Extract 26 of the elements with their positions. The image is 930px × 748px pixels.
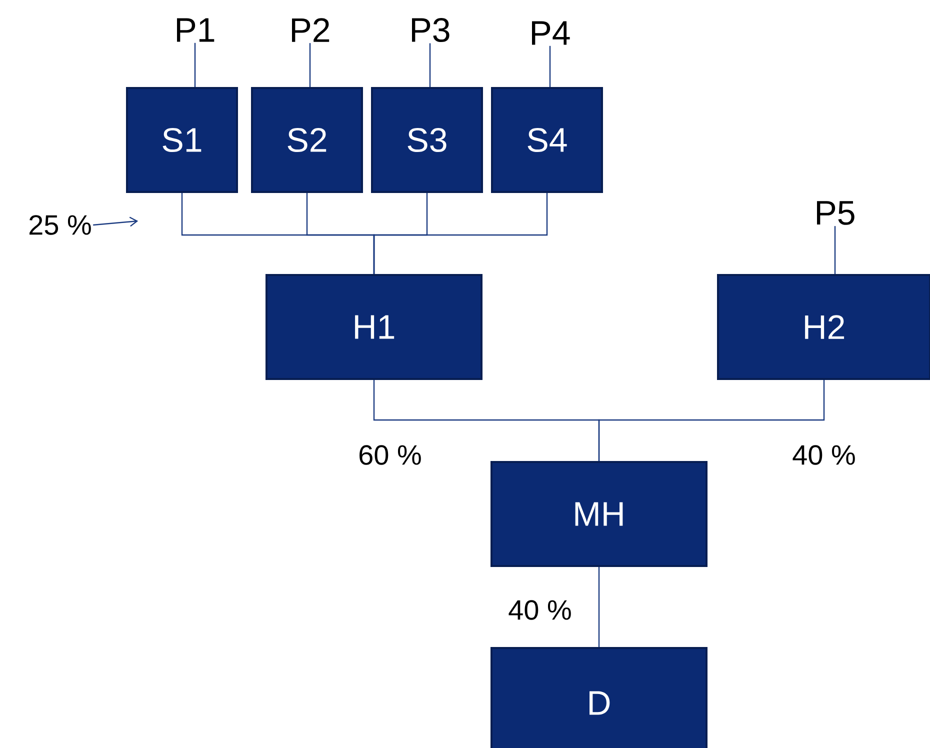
connector-line — [93, 216, 138, 227]
connector-line — [598, 567, 600, 647]
port-label: P5 — [817, 201, 854, 225]
process-box: H1 — [266, 274, 482, 380]
process-box: MH — [490, 461, 708, 567]
percent-label: 40 % — [508, 600, 571, 620]
connector-line — [549, 46, 551, 87]
process-box: S4 — [491, 87, 603, 193]
port-label: P3 — [412, 18, 450, 42]
connector-line — [194, 42, 196, 87]
process-box: S3 — [371, 87, 483, 193]
process-box: H2 — [717, 274, 930, 380]
port-label: P2 — [292, 18, 330, 42]
percent-label: 25 % — [30, 215, 91, 235]
process-box: S1 — [126, 87, 238, 193]
percent-label: 40 % — [792, 445, 855, 465]
process-box: S2 — [251, 87, 363, 193]
process-box: D — [490, 647, 708, 748]
percent-label: 60 % — [360, 445, 421, 465]
connector-line — [373, 193, 548, 274]
port-label: P4 — [532, 21, 570, 45]
connector-line — [309, 43, 311, 87]
connector-line — [834, 226, 836, 274]
port-label: P1 — [177, 18, 214, 42]
connector-line — [429, 43, 431, 87]
connector-line — [598, 380, 825, 461]
